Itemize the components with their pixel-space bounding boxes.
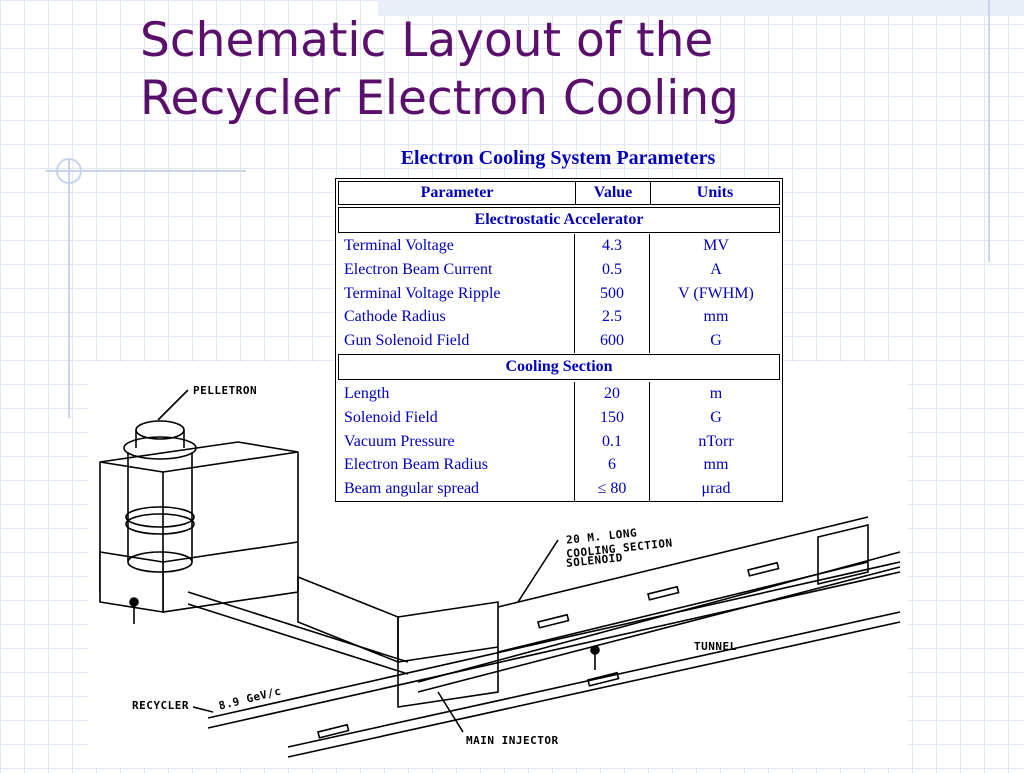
- param-value: 20: [574, 382, 649, 406]
- slide-title-line2: Recycler Electron Cooling: [140, 71, 739, 126]
- param-units: mm: [649, 453, 782, 478]
- decor-right-line: [988, 0, 990, 262]
- param-name: Gun Solenoid Field: [344, 332, 470, 350]
- table-row: Terminal Voltage 4.3 MV: [336, 234, 782, 258]
- decor-horizontal-line: [46, 170, 246, 172]
- header-units: Units: [650, 182, 779, 204]
- section-title-cooling: Cooling Section: [338, 354, 780, 380]
- table-row: Gun Solenoid Field 600 G: [336, 329, 782, 353]
- param-value: 600: [574, 329, 649, 353]
- table-row: Solenoid Field 150 G: [336, 405, 782, 430]
- param-units: nTorr: [649, 429, 782, 454]
- param-name: Vacuum Pressure: [344, 432, 455, 450]
- label-pelletron: PELLETRON: [193, 384, 258, 397]
- param-units: μrad: [649, 477, 782, 501]
- label-main-injector: MAIN INJECTOR: [466, 734, 559, 747]
- param-units: V (FWHM): [649, 281, 782, 306]
- param-name: Terminal Voltage Ripple: [344, 284, 501, 302]
- slide-title: Schematic Layout of the Recycler Electro…: [140, 12, 840, 128]
- label-tunnel: TUNNEL: [694, 640, 737, 653]
- decor-vertical-line: [68, 160, 70, 418]
- slide-title-line1: Schematic Layout of the: [140, 13, 714, 68]
- label-recycler: RECYCLER: [132, 699, 189, 712]
- param-units: MV: [649, 234, 782, 258]
- param-value: ≤ 80: [574, 477, 649, 501]
- param-units: m: [649, 382, 782, 406]
- table-row: Electron Beam Radius 6 mm: [336, 453, 782, 478]
- param-units: G: [649, 329, 782, 353]
- parameters-table: Parameter Value Units Electrostatic Acce…: [335, 178, 783, 502]
- section-title-accelerator: Electrostatic Accelerator: [338, 207, 780, 233]
- param-units: A: [649, 257, 782, 282]
- header-value: Value: [575, 182, 650, 204]
- table-row: Terminal Voltage Ripple 500 V (FWHM): [336, 281, 782, 306]
- param-name: Electron Beam Current: [344, 260, 493, 278]
- accelerator-rows: Terminal Voltage 4.3 MV Electron Beam Cu…: [336, 234, 782, 353]
- table-row: Length 20 m: [336, 382, 782, 406]
- param-value: 6: [574, 453, 649, 478]
- param-value: 0.5: [574, 257, 649, 282]
- table-row: Cathode Radius 2.5 mm: [336, 305, 782, 330]
- table-header-row: Parameter Value Units: [338, 181, 780, 205]
- table-caption: Electron Cooling System Parameters: [400, 147, 716, 169]
- cooling-rows: Length 20 m Solenoid Field 150 G Vacuum …: [336, 382, 782, 501]
- param-name: Beam angular spread: [344, 480, 480, 498]
- param-value: 2.5: [574, 305, 649, 330]
- param-name: Solenoid Field: [344, 408, 438, 426]
- param-value: 4.3: [574, 234, 649, 258]
- header-parameter: Parameter: [420, 184, 494, 201]
- param-name: Length: [344, 385, 390, 402]
- param-name: Electron Beam Radius: [344, 456, 488, 474]
- param-units: G: [649, 405, 782, 430]
- param-value: 500: [574, 281, 649, 306]
- table-row: Vacuum Pressure 0.1 nTorr: [336, 429, 782, 454]
- param-name: Terminal Voltage: [344, 237, 454, 254]
- table-row: Electron Beam Current 0.5 A: [336, 257, 782, 282]
- decor-circle: [56, 158, 82, 184]
- param-name: Cathode Radius: [344, 308, 446, 326]
- param-units: mm: [649, 305, 782, 330]
- param-value: 0.1: [574, 429, 649, 454]
- top-decor-band: [378, 0, 1024, 16]
- param-value: 150: [574, 405, 649, 430]
- table-row: Beam angular spread ≤ 80 μrad: [336, 477, 782, 501]
